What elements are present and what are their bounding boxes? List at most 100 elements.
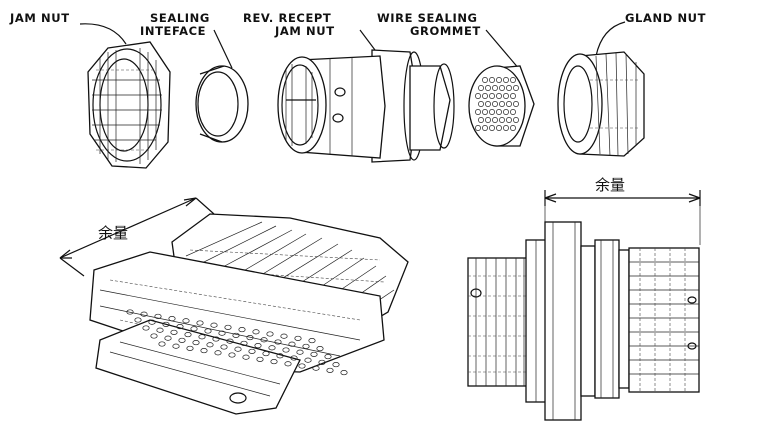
contact-pin [142,325,150,331]
grommet-hole [492,85,498,91]
grommet-hole [496,109,502,115]
grommet-hole [482,109,488,115]
grommet-hole [489,109,495,115]
grommet-hole [506,101,512,107]
contact-pin [232,332,240,338]
label-wire-sealing: WIRE SEALING [377,11,478,25]
side-connector-view: 余量 [467,176,701,421]
grommet-hole [478,85,484,91]
grommet-hole [489,125,495,131]
contact-pin [298,363,306,369]
grommet-hole [506,117,512,123]
contact-pin [196,320,204,326]
contact-pin [150,333,158,339]
contact-pin [282,347,290,353]
contact-pin [224,324,232,330]
contact-pin [248,348,256,354]
grommet-hole [492,117,498,123]
contact-pin [312,365,320,371]
contact-pin [252,329,260,335]
contact-pin [164,335,172,341]
label-rev-recept: REV. RECEPT [243,11,331,25]
dimension-label-side: 余量 [595,176,625,194]
isometric-connector-view: 余量 [59,197,409,415]
contact-pin [304,357,312,363]
grommet-hole [496,93,502,99]
grommet-hole [475,109,481,115]
grommet-hole [489,93,495,99]
contact-pin [294,335,302,341]
contact-pin [324,354,332,360]
contact-pin [148,319,156,325]
contact-pin [140,311,148,317]
contact-pin [316,346,324,352]
grommet-hole [499,101,505,107]
contact-pin [218,330,226,336]
grommet-hole [482,93,488,99]
contact-pin [168,316,176,322]
contact-pin [280,333,288,339]
contact-pin [204,328,212,334]
contact-pin [262,351,270,357]
grommet-hole [510,125,516,131]
contact-pin [268,345,276,351]
grommet-hole [503,125,509,131]
contact-pin [290,355,298,361]
contact-pin [270,359,278,365]
contact-pin [198,334,206,340]
contact-pin [158,341,166,347]
contact-pin [242,354,250,360]
label-grommet: GROMMET [410,24,481,38]
contact-array [126,309,348,376]
grommet-hole [503,109,509,115]
sealing-ring-part [195,65,249,143]
label-inteface: INTEFACE [140,24,206,38]
contact-pin [284,361,292,367]
contact-pin [302,343,310,349]
contact-pin [154,313,162,319]
grommet-hole [510,77,516,83]
contact-pin [228,352,236,358]
grommet-hole [482,125,488,131]
contact-pin [260,337,268,343]
grommet-hole [499,85,505,91]
contact-pin [206,342,214,348]
grommet-hole [478,101,484,107]
grommet-hole [503,77,509,83]
contact-pin [192,340,200,346]
jam-nut-part [87,41,171,169]
dimension-label-iso: 余量 [98,224,128,242]
contact-pin [254,343,262,349]
contact-pin [126,309,134,315]
contact-pin [190,326,198,332]
grommet-hole [485,117,491,123]
contact-pin [134,317,142,323]
contact-pin [210,322,218,328]
contact-pin [326,367,334,373]
grommet-part [468,65,535,147]
contact-pin [240,340,248,346]
contact-pin [332,362,340,368]
leader-lines [79,21,626,71]
grommet-hole [513,101,519,107]
grommet-hole [513,85,519,91]
contact-pin [178,337,186,343]
contact-pin [276,353,284,359]
grommet-hole [510,109,516,115]
label-sealing: SEALING [150,11,210,25]
contact-pin [172,343,180,349]
grommet-holes [475,77,519,131]
grommet-hole [485,101,491,107]
contact-pin [220,344,228,350]
contact-pin [340,370,348,376]
grommet-hole [492,101,498,107]
contact-pin [182,318,190,324]
receptacle-part [277,49,455,163]
label-jam-nut: JAM NUT [9,11,70,25]
contact-pin [238,327,246,333]
label-rev-jam-nut: JAM NUT [274,24,335,38]
contact-pin [212,336,220,342]
contact-pin [296,349,304,355]
grommet-hole [496,77,502,83]
